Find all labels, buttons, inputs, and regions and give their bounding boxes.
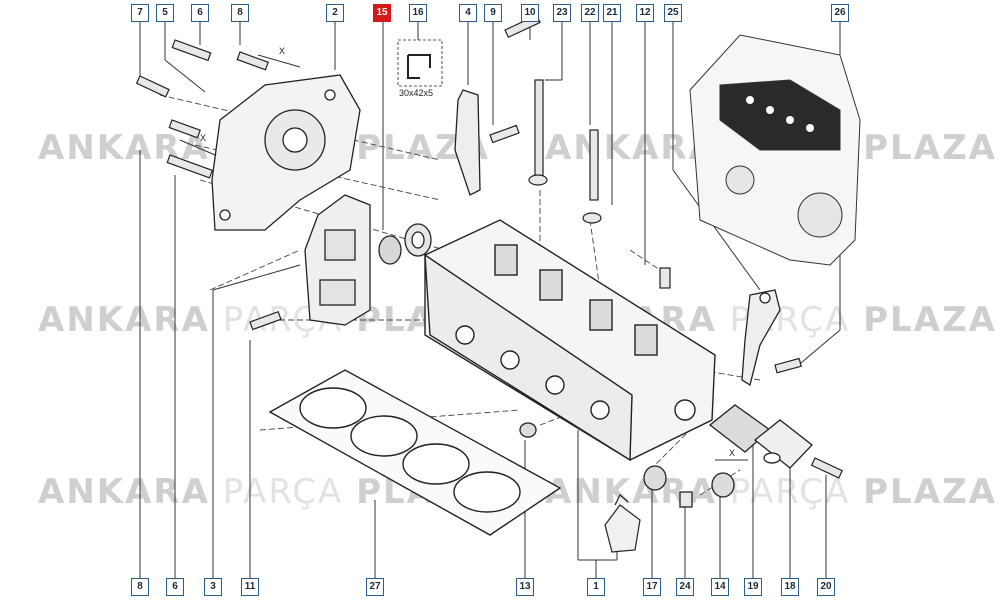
callout-top-25[interactable]: 25 — [664, 4, 682, 22]
callout-bottom-19[interactable]: 19 — [744, 578, 762, 596]
seal-size-spec: 30x42x5 — [399, 88, 434, 98]
callout-top-21[interactable]: 21 — [603, 4, 621, 22]
callout-top-7[interactable]: 7 — [131, 4, 149, 22]
chain-guide — [454, 89, 481, 196]
callout-bottom-3[interactable]: 3 — [204, 578, 222, 596]
callout-top-22[interactable]: 22 — [581, 4, 599, 22]
callout-top-2[interactable]: 2 — [326, 4, 344, 22]
side-covers — [519, 404, 813, 508]
callout-top-8[interactable]: 8 — [231, 4, 249, 22]
callout-bottom-14[interactable]: 14 — [711, 578, 729, 596]
callout-top-10[interactable]: 10 — [521, 4, 539, 22]
x-mark-1: X — [279, 46, 285, 56]
x-mark-3: X — [729, 448, 735, 458]
x-mark-2: X — [200, 133, 206, 143]
seal-kit-bag — [604, 494, 641, 553]
callout-top-6[interactable]: 6 — [191, 4, 209, 22]
lifting-eye — [741, 289, 781, 387]
callout-bottom-6[interactable]: 6 — [166, 578, 184, 596]
callout-top-15-highlighted[interactable]: 15 — [373, 4, 391, 22]
callout-bottom-24[interactable]: 24 — [676, 578, 694, 596]
callout-bottom-17[interactable]: 17 — [643, 578, 661, 596]
cylinder-head-gasket — [268, 369, 562, 536]
seal-section-icon — [397, 39, 443, 87]
callout-bottom-20[interactable]: 20 — [817, 578, 835, 596]
callout-top-5[interactable]: 5 — [156, 4, 174, 22]
cylinder-head — [424, 219, 716, 462]
camshaft-seals — [378, 223, 432, 265]
callout-bottom-11[interactable]: 11 — [241, 578, 259, 596]
callout-bottom-18[interactable]: 18 — [781, 578, 799, 596]
x-dimension-marks — [179, 54, 748, 461]
engine-overview-thumbnail — [689, 34, 861, 266]
callout-bottom-1[interactable]: 1 — [587, 578, 605, 596]
callout-top-23[interactable]: 23 — [553, 4, 571, 22]
callout-top-26[interactable]: 26 — [831, 4, 849, 22]
engine-bracket — [304, 194, 371, 326]
callout-top-9[interactable]: 9 — [484, 4, 502, 22]
callout-top-4[interactable]: 4 — [459, 4, 477, 22]
callout-bottom-27[interactable]: 27 — [366, 578, 384, 596]
callout-top-12[interactable]: 12 — [636, 4, 654, 22]
callout-top-16[interactable]: 16 — [409, 4, 427, 22]
timing-cover — [211, 74, 361, 231]
callout-bottom-13[interactable]: 13 — [516, 578, 534, 596]
callout-bottom-8[interactable]: 8 — [131, 578, 149, 596]
